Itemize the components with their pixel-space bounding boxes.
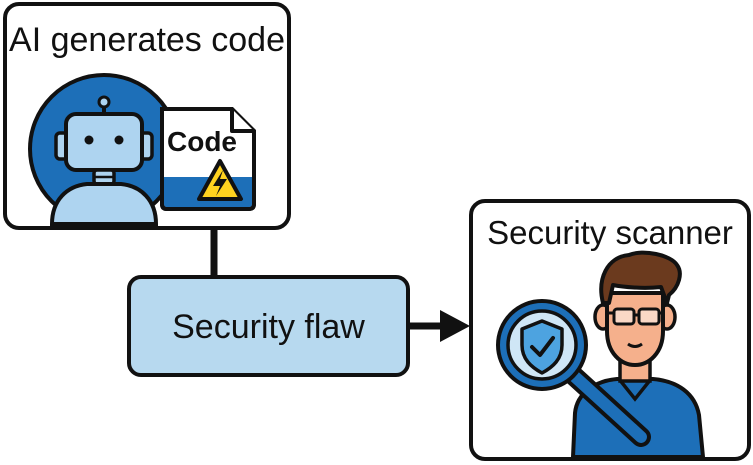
arrowhead-icon: [440, 310, 470, 342]
person-with-glasses-icon: [570, 250, 706, 459]
magnifier-shield-icon: [496, 299, 651, 447]
security-flaw-label: Security flaw: [172, 308, 365, 346]
ai-generates-code-box: AI generates code Code: [3, 2, 291, 230]
warning-bolt-icon: [197, 159, 243, 201]
security-flaw-box: Security flaw: [127, 275, 410, 377]
ai-box-title: AI generates code: [9, 21, 285, 59]
robot-icon: [28, 73, 180, 226]
security-scanner-box: Security scanner: [469, 199, 751, 461]
scanner-box-title: Security scanner: [487, 214, 733, 251]
code-doc-label: Code: [167, 126, 237, 157]
